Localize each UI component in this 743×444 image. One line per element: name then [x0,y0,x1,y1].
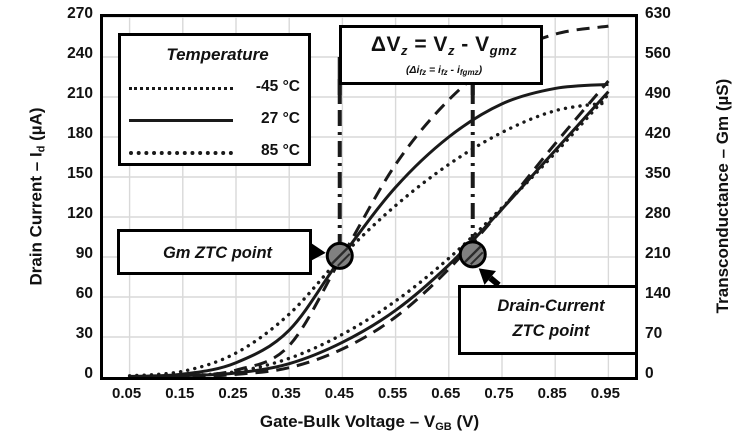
gm-ztc-callout-label: Gm ZTC point [162,244,273,262]
dv-1: ΔV [370,33,401,56]
delta-vz-formula-main: ΔVz = Vz - Vgmz [342,33,546,58]
y-left-title-sub: d [35,145,48,153]
y-left-tick-60: 60 [75,285,93,302]
ds-1: (Δi [405,64,420,76]
legend-label-0: -45 °C [255,78,300,95]
legend-row-2: 85 °C [121,140,308,166]
ds-5: - i [447,64,460,76]
x-tick-0.65: 0.65 [431,385,461,402]
legend-title: Temperature [166,45,269,64]
y-left-tick-270: 270 [67,5,93,22]
y-right-tick-70: 70 [645,325,663,342]
x-tick-0.75: 0.75 [484,385,514,402]
y-right-tick-350: 350 [645,165,671,182]
plot-area: Temperature -45 °C 27 °C 85 °C ΔVz = Vz … [100,14,638,380]
x-tick-0.85: 0.85 [537,385,567,402]
y-right-tick-280: 280 [645,205,671,222]
gm-ztc-callout-box: Gm ZTC point [117,229,312,275]
ds-3: = i [426,64,441,76]
y-left-axis-title: Drain Current – Id (µA) [27,72,48,322]
legend-box: Temperature -45 °C 27 °C 85 °C [118,33,311,166]
drain-current-ztc-callout-box: Drain-Current ZTC point [458,285,638,355]
y-right-tick-0: 0 [645,365,654,382]
drain-ztc-callout-label-line1: Drain-Current [497,297,605,315]
delta-vz-formula-box: ΔVz = Vz - Vgmz (Δifz = ifz - ifgmz) [339,25,543,85]
y-left-tick-180: 180 [67,125,93,142]
dv-3: = V [407,33,448,56]
legend-line-sample-dotted-coarse [129,151,233,159]
y-left-tick-30: 30 [75,325,93,342]
drain-current-ztc-point-marker [458,240,487,269]
x-tick-0.05: 0.05 [111,385,142,402]
delta-vz-formula-secondary: (Δifz = ifz - ifgmz) [342,64,546,77]
x-title-sub: GB [435,421,452,433]
dv-4: z [447,43,455,58]
y-right-tick-490: 490 [645,85,671,102]
drain-ztc-callout-label-line2: ZTC point [512,322,590,340]
gm-ztc-point-marker [325,241,354,270]
y-left-tick-210: 210 [67,85,93,102]
dv-2: z [400,43,408,58]
x-title-main: Gate-Bulk Voltage – V [259,412,436,431]
x-tick-0.35: 0.35 [271,385,301,402]
dv-5: - V [454,33,490,56]
legend-label-2: 85 °C [261,142,300,159]
drain-ztc-callout-arrow [478,268,501,288]
y-right-tick-560: 560 [645,45,671,62]
legend-label-1: 27 °C [261,110,300,127]
x-axis-title: Gate-Bulk Voltage – VGB (V) [100,412,639,433]
x-tick-0.25: 0.25 [218,385,248,402]
x-tick-0.45: 0.45 [324,385,354,402]
ds-2: fz [419,68,427,77]
x-tick-0.55: 0.55 [377,385,408,402]
ds-4: fz [440,68,448,77]
data-curves [127,24,611,377]
y-right-tick-210: 210 [645,245,671,262]
y-left-tick-240: 240 [67,45,93,62]
x-title-unit: (V) [451,412,480,431]
curve-5 [129,80,610,377]
x-tick-0.15: 0.15 [165,385,195,402]
legend-row-1: 27 °C [121,108,308,134]
ds-7: ) [478,64,483,76]
y-left-tick-90: 90 [75,245,93,262]
y-right-tick-140: 140 [645,285,671,302]
y-right-axis-title: Transconductance – Gm (µS) [713,78,732,314]
y-left-tick-150: 150 [67,165,93,182]
y-right-tick-420: 420 [645,125,671,142]
x-tick-0.95: 0.95 [590,385,620,402]
curve-1 [129,82,609,377]
curve-0 [127,101,611,377]
legend-row-0: -45 °C [121,76,308,102]
legend-line-sample-solid [129,119,233,126]
dv-6: gmz [489,43,518,58]
y-left-tick-0: 0 [84,365,93,382]
ds-6: fgmz [459,68,479,77]
y-right-tick-630: 630 [645,5,671,22]
legend-line-sample-dotted-fine [129,87,233,94]
y-left-tick-120: 120 [67,205,93,222]
